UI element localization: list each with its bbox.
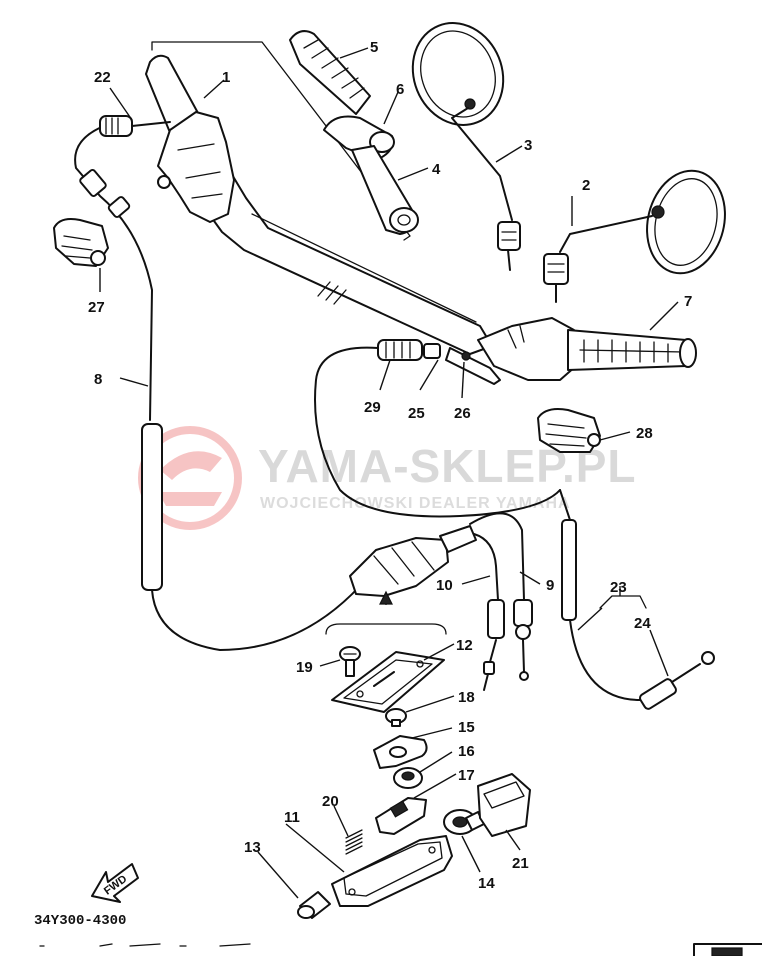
callout-24: 24 <box>634 615 651 632</box>
plug-part-13 <box>297 891 331 919</box>
callout-2: 2 <box>582 177 590 194</box>
cable-part-9 <box>469 512 533 681</box>
callout-18: 18 <box>458 689 475 706</box>
leader-lines <box>99 47 679 899</box>
mirror-part-2 <box>543 169 726 303</box>
cable-junction <box>349 525 477 597</box>
watermark-subtitle: WOJCIECHOWSKI DEALER YAMAHA <box>260 495 571 512</box>
cable-part-23 <box>559 489 641 701</box>
callout-6: 6 <box>396 81 404 98</box>
left-grip-part-5 <box>289 30 371 115</box>
callout-14: 14 <box>478 875 495 892</box>
bolt-part-18 <box>385 708 407 727</box>
callout-28: 28 <box>636 425 653 442</box>
right-grip-part-7 <box>567 329 697 371</box>
callout-16: 16 <box>458 743 475 760</box>
exploded-view-bracket <box>325 590 447 635</box>
cable-adjuster-part-29 <box>377 339 423 361</box>
grommet-part-16 <box>393 767 423 789</box>
callout-4: 4 <box>432 161 441 178</box>
callout-19: 19 <box>296 659 313 676</box>
callout-22: 22 <box>94 69 111 86</box>
cable-locknut-part-25 <box>423 343 441 359</box>
callout-1: 1 <box>222 69 230 86</box>
throttle-tube-part-4 <box>351 145 419 235</box>
callout-20: 20 <box>322 793 339 810</box>
cable-part-8 <box>74 125 361 651</box>
throttle-cable-loop <box>314 346 561 518</box>
housing-part-11 <box>331 835 453 907</box>
callout-23: 23 <box>610 579 627 596</box>
callout-29: 29 <box>364 399 381 416</box>
callout-27: 27 <box>88 299 105 316</box>
cable-part-10 <box>473 533 505 691</box>
callout-17: 17 <box>458 767 475 784</box>
callout-13: 13 <box>244 839 261 856</box>
callout-7: 7 <box>684 293 692 310</box>
switch-part-28 <box>537 408 601 453</box>
cable-end-part-22 <box>99 115 171 137</box>
callout-25: 25 <box>408 405 425 422</box>
switch-part-27 <box>53 218 109 267</box>
spring-part-20 <box>345 829 363 855</box>
left-switch-housing <box>157 111 235 223</box>
bracket-part-15 <box>373 735 428 769</box>
callout-5: 5 <box>370 39 378 56</box>
callout-labels: 1 2 3 4 5 6 7 8 9 10 11 12 13 14 15 16 1… <box>88 39 692 892</box>
callout-26: 26 <box>454 405 471 422</box>
callout-15: 15 <box>458 719 475 736</box>
callout-12: 12 <box>456 637 473 654</box>
callout-3: 3 <box>524 137 532 154</box>
callout-10: 10 <box>436 577 453 594</box>
callout-8: 8 <box>94 371 102 388</box>
cap-part-21 <box>477 773 531 837</box>
switch-block-part-17 <box>375 797 427 835</box>
cable-adjuster-part-26 <box>445 347 501 385</box>
cable-end-part-24 <box>639 651 715 710</box>
screw-part-19 <box>339 646 361 677</box>
grip-group-bracket <box>151 41 411 241</box>
callout-9: 9 <box>546 577 554 594</box>
cover-plate-part-12 <box>331 651 445 713</box>
callout-21: 21 <box>512 855 529 872</box>
diagram-code: 34Y300-4300 <box>34 913 126 929</box>
mirror-part-3 <box>411 22 521 271</box>
scan-edge-marks <box>39 943 762 956</box>
knob-part-14 <box>443 809 485 835</box>
callout-11: 11 <box>284 809 300 826</box>
fwd-arrow-icon: FWD <box>91 863 139 903</box>
